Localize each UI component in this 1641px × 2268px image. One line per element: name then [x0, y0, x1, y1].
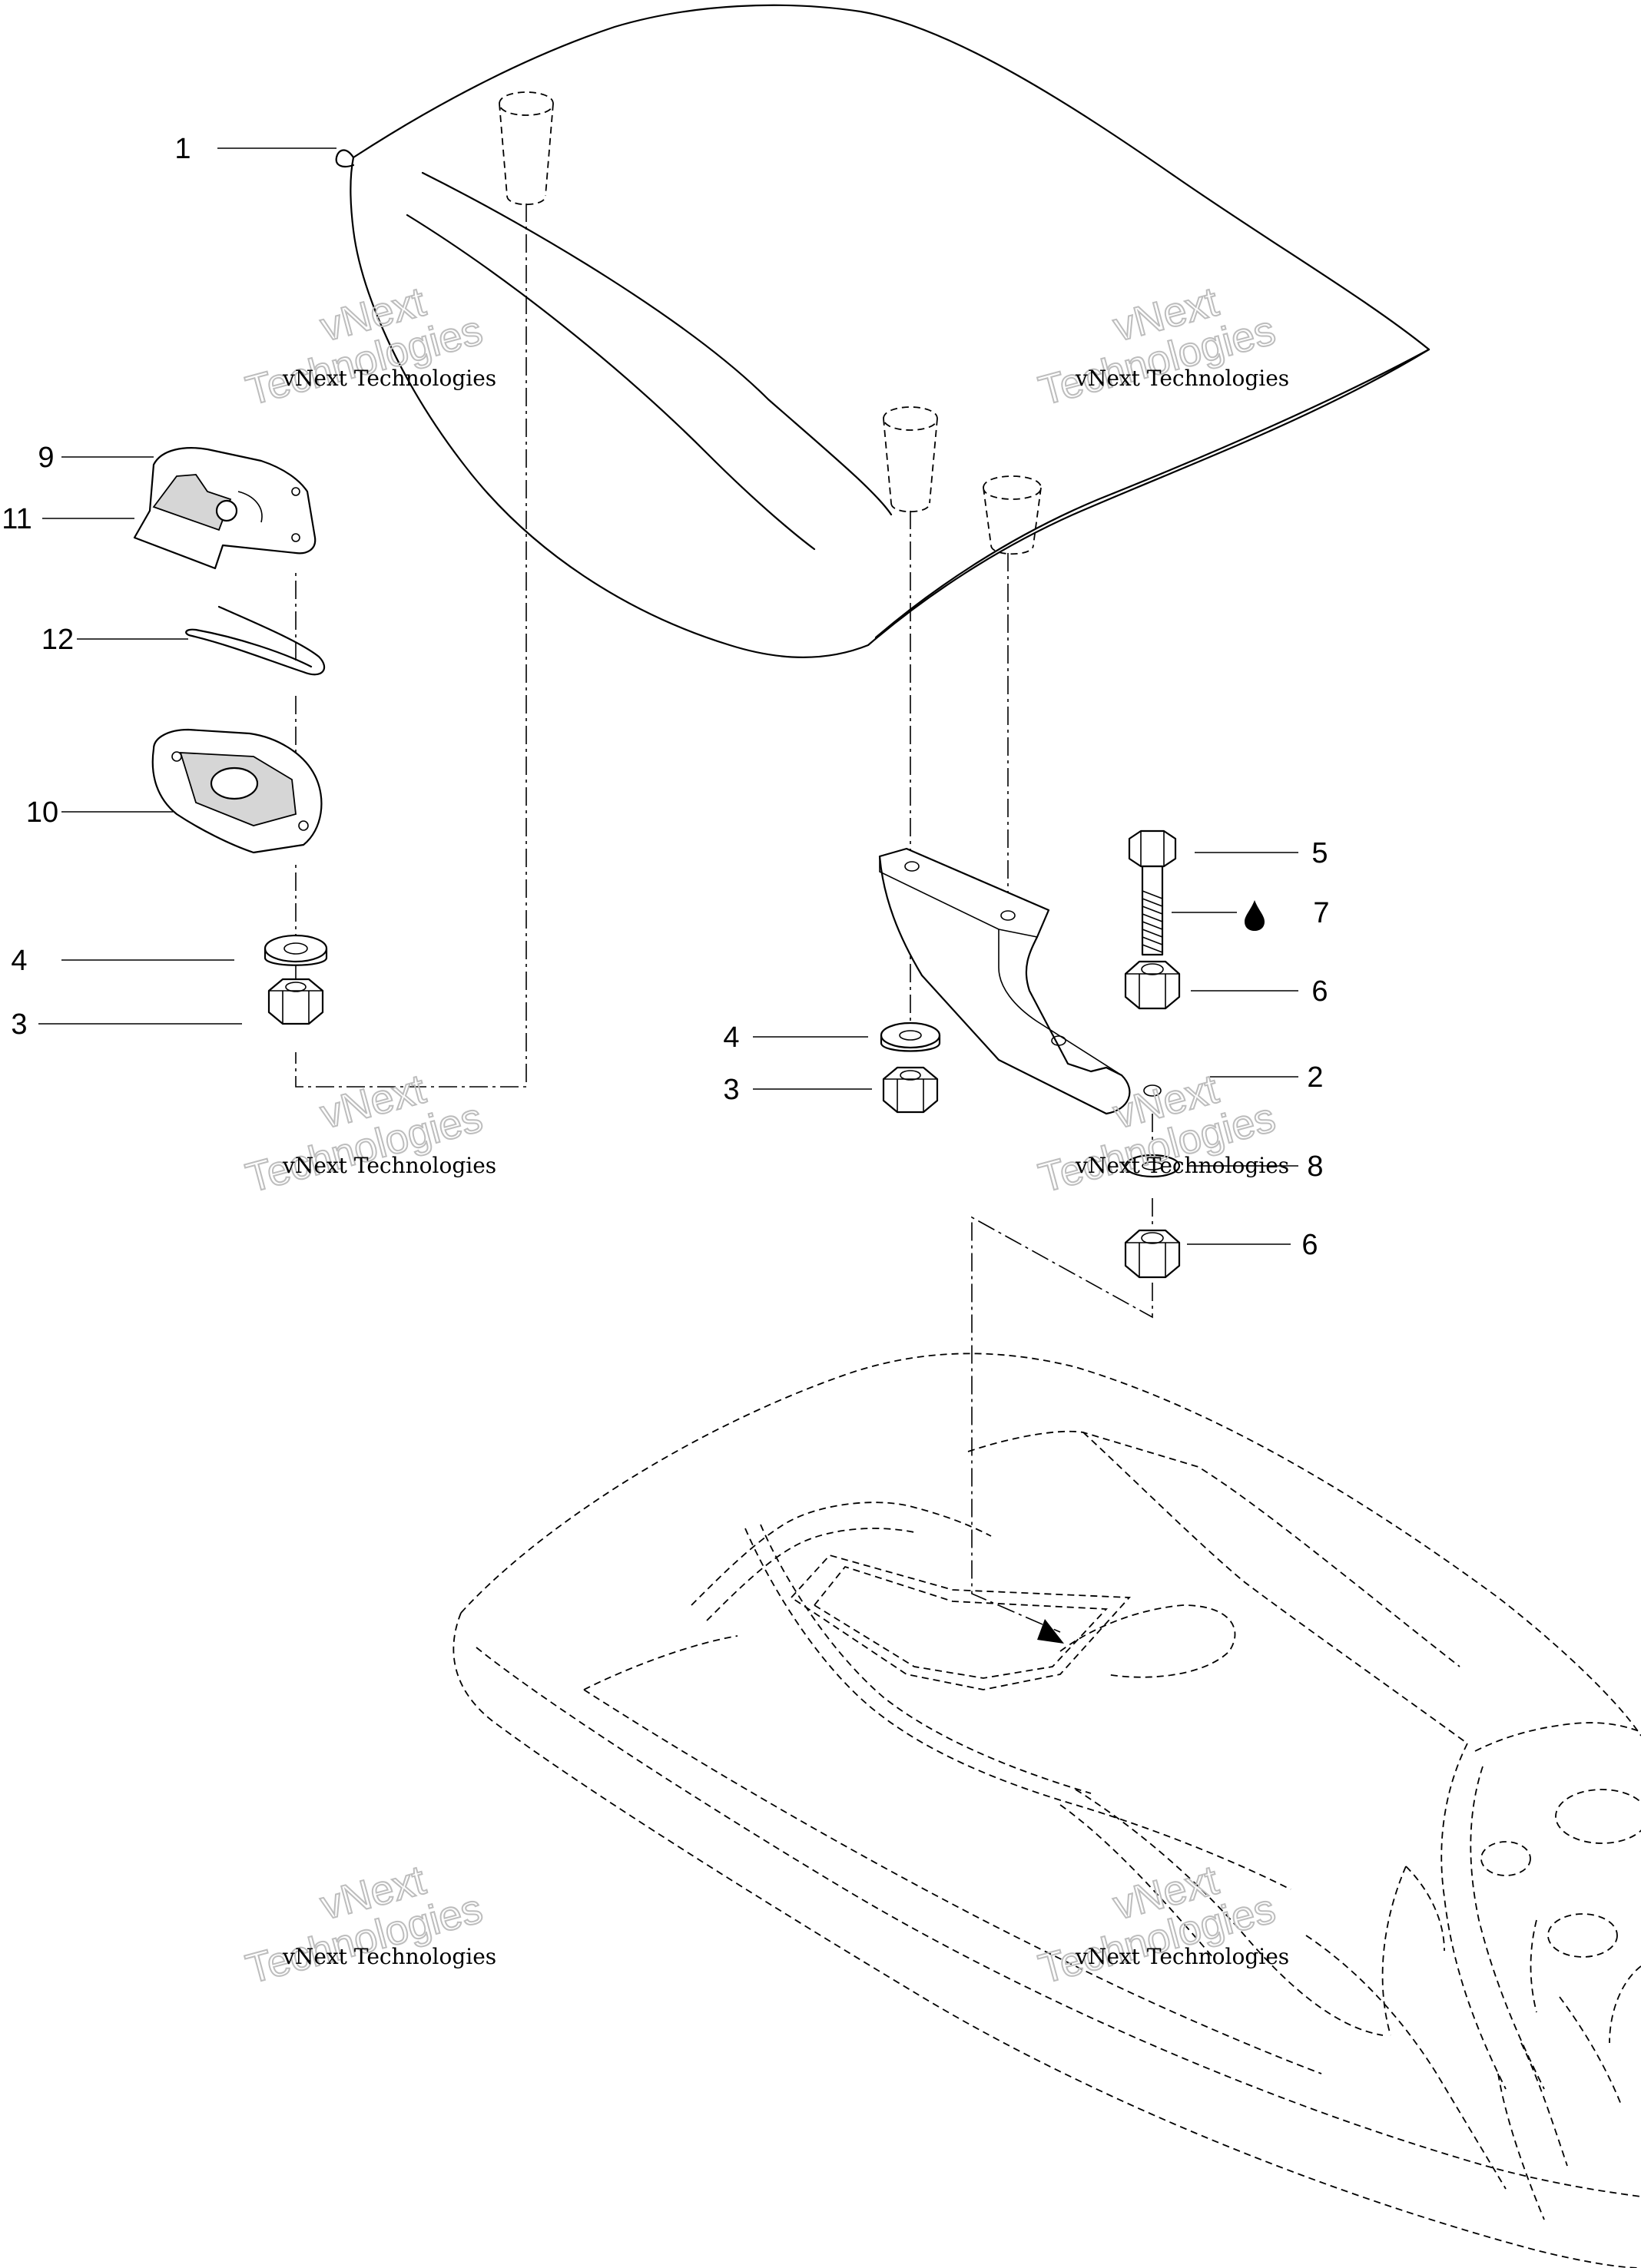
callout-11: 11	[2, 503, 31, 535]
centerline	[295, 204, 527, 1088]
watermark: vNext Technologies vNext Technologies	[1033, 278, 1289, 416]
callout-2: 2	[1307, 1061, 1323, 1094]
part-4-washer-left	[264, 934, 328, 966]
svg-text:vNext Technologies: vNext Technologies	[282, 1944, 496, 1969]
part-12-spring-clip	[185, 605, 326, 676]
watermark: vNext Technologies vNext Technologies	[1033, 1856, 1289, 1994]
latch-hole	[291, 487, 300, 496]
latch-hole	[215, 499, 238, 522]
part-9-latch-hook	[133, 447, 317, 570]
hull-reference	[453, 1353, 1641, 2268]
arrowhead	[1037, 1619, 1064, 1644]
seat-stud	[883, 406, 938, 513]
seat-stud	[983, 475, 1042, 555]
svg-text:vNext Technologies: vNext Technologies	[1075, 1944, 1289, 1969]
svg-text:vNext Technologies: vNext Technologies	[1075, 1153, 1289, 1178]
centerline	[971, 1114, 1153, 1633]
bracket-hole	[904, 861, 920, 872]
callout-1: 1	[174, 133, 191, 165]
callout-4-left: 4	[11, 945, 27, 977]
callout-7: 7	[1313, 897, 1329, 929]
svg-text:vNext Technologies: vNext Technologies	[1075, 366, 1289, 391]
callout-3-right: 3	[723, 1074, 739, 1106]
callout-3-left: 3	[11, 1008, 27, 1041]
leader-lines	[38, 147, 1298, 1245]
part-1-seat	[335, 4, 1430, 658]
callout-4-right: 4	[723, 1021, 739, 1054]
part-4-washer-right	[880, 1021, 941, 1052]
callout-6-upper: 6	[1311, 975, 1328, 1008]
svg-text:vNext Technologies: vNext Technologies	[282, 366, 496, 391]
drop-icon	[1245, 900, 1265, 931]
callout-10: 10	[26, 796, 58, 829]
latch-hole	[291, 533, 300, 542]
callout-8: 8	[1307, 1151, 1323, 1183]
latch-base-bore	[210, 766, 259, 800]
callout-12: 12	[41, 624, 74, 656]
callout-9: 9	[38, 442, 54, 474]
seat-stud	[499, 91, 554, 206]
callout-6-lower: 6	[1301, 1229, 1318, 1261]
bracket-hole	[1051, 1035, 1066, 1046]
part-6-nut-lower	[1124, 1229, 1181, 1279]
bracket-hole	[1000, 910, 1016, 921]
watermark: vNext Technologies vNext Technologies	[240, 278, 496, 416]
bracket-hole	[1143, 1084, 1162, 1097]
svg-text:vNext Technologies: vNext Technologies	[282, 1153, 496, 1178]
watermark: vNext Technologies vNext Technologies	[240, 1856, 496, 1994]
part-2-bracket	[878, 847, 1162, 1115]
part-10-latch-base	[151, 728, 323, 854]
part-3-nut-right	[882, 1066, 939, 1114]
part-8-washer	[1124, 1154, 1181, 1178]
part-5-bolt	[1128, 829, 1177, 956]
callout-5: 5	[1311, 837, 1328, 869]
callout-labels: 1 9 11 12 10 4 3 4 3 5 7 6 2 8 6	[2, 133, 1329, 1261]
watermark: vNext Technologies vNext Technologies	[240, 1065, 496, 1203]
part-6-nut-upper	[1124, 960, 1181, 1010]
part-3-nut-left	[267, 978, 324, 1025]
